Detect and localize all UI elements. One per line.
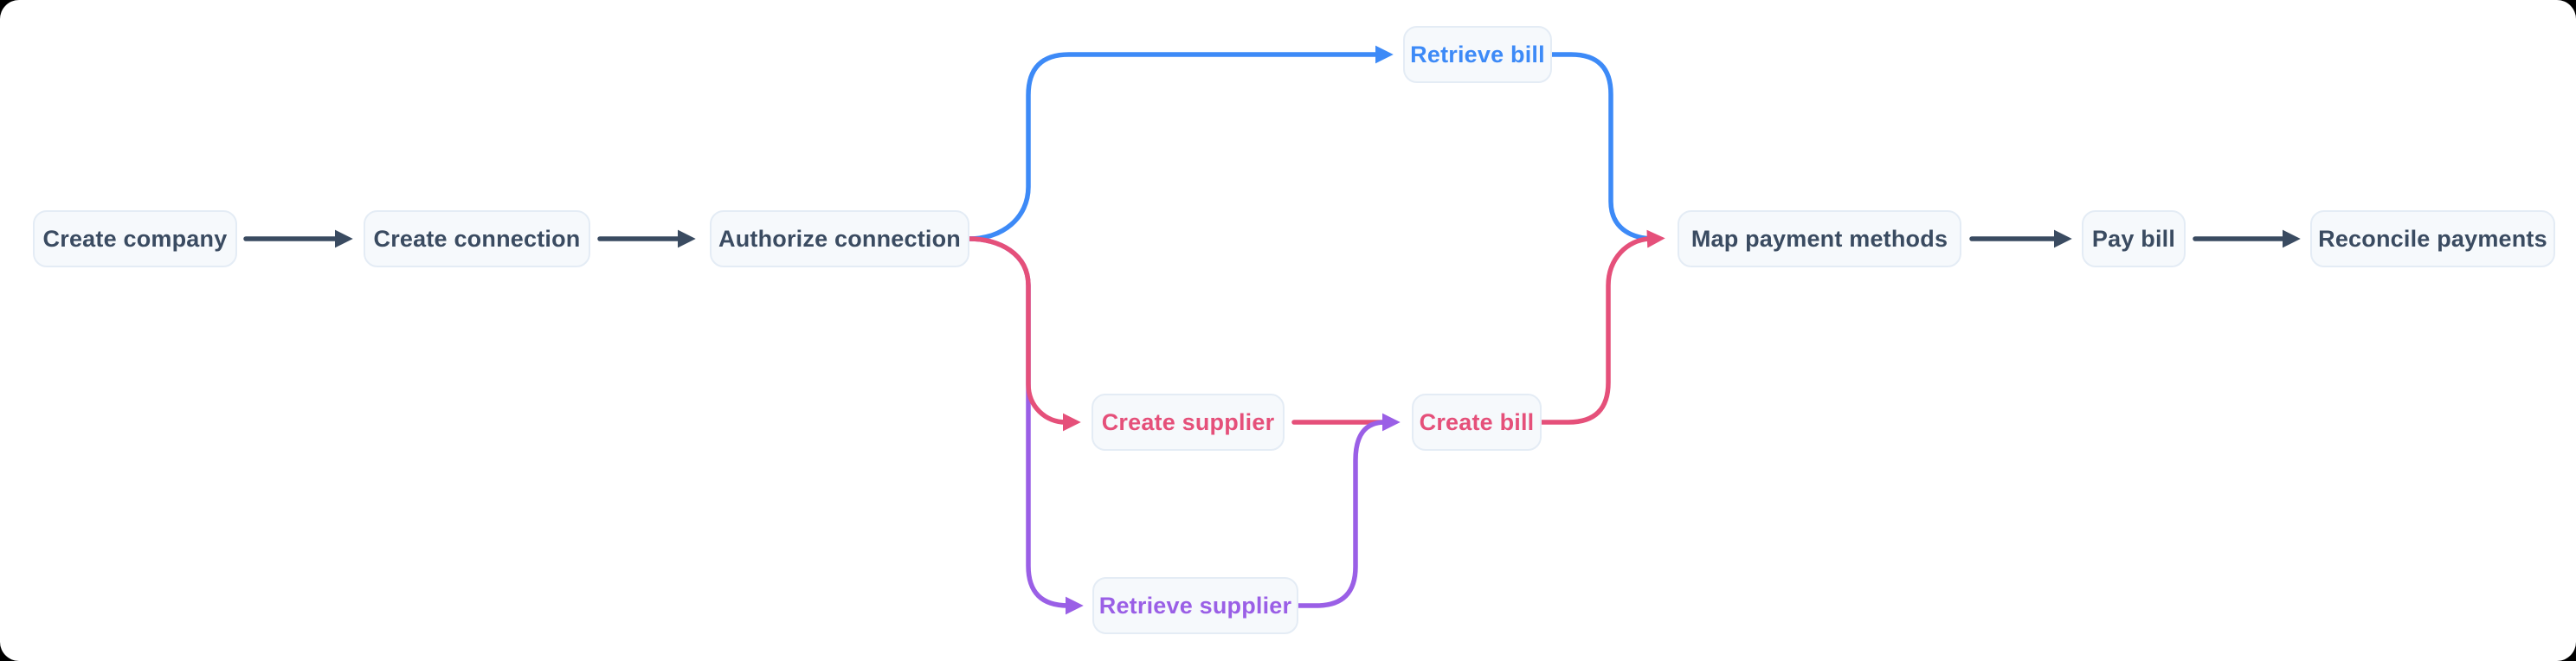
node-pay-bill: Pay bill bbox=[2082, 210, 2186, 267]
edge-retrieve-supplier-to-create-bill bbox=[1296, 413, 1401, 608]
node-create-bill: Create bill bbox=[1412, 394, 1542, 451]
node-label-retrieve-supplier: Retrieve supplier bbox=[1098, 592, 1292, 619]
edge-authorize-connection-to-retrieve-supplier bbox=[967, 236, 1084, 615]
edge-authorize-connection-to-create-supplier bbox=[967, 236, 1081, 432]
node-create-connection: Create connection bbox=[364, 210, 590, 267]
node-label-retrieve-bill: Retrieve bill bbox=[1410, 41, 1545, 67]
node-label-reconcile-payments: Reconcile payments bbox=[2318, 225, 2547, 252]
node-label-create-connection: Create connection bbox=[373, 225, 581, 252]
edge-retrieve-bill-to-map-payment-methods bbox=[1549, 52, 1655, 241]
edge-create-bill-to-map-payment-methods bbox=[1539, 229, 1665, 425]
node-map-payment-methods: Map payment methods bbox=[1678, 210, 1961, 267]
node-retrieve-supplier: Retrieve supplier bbox=[1092, 577, 1298, 634]
node-label-create-bill: Create bill bbox=[1419, 408, 1535, 435]
node-retrieve-bill: Retrieve bill bbox=[1403, 26, 1552, 83]
node-reconcile-payments: Reconcile payments bbox=[2310, 210, 2555, 267]
node-label-authorize-connection: Authorize connection bbox=[718, 225, 961, 252]
node-create-company: Create company bbox=[33, 210, 237, 267]
node-create-supplier: Create supplier bbox=[1092, 394, 1285, 451]
node-label-pay-bill: Pay bill bbox=[2091, 225, 2176, 252]
node-label-map-payment-methods: Map payment methods bbox=[1690, 225, 1948, 252]
node-authorize-connection: Authorize connection bbox=[710, 210, 969, 267]
node-label-create-supplier: Create supplier bbox=[1101, 408, 1275, 435]
edge-authorize-connection-to-retrieve-bill bbox=[967, 45, 1394, 241]
node-label-create-company: Create company bbox=[42, 225, 228, 252]
